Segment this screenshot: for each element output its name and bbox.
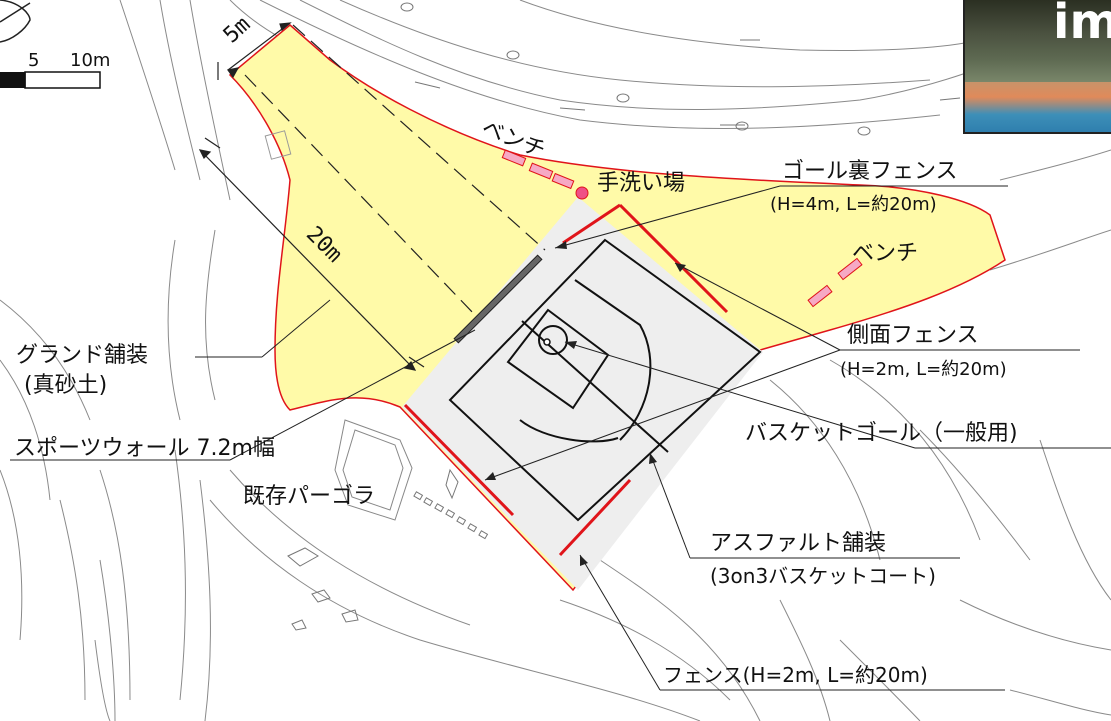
label-pergola: 既存パーゴラ: [243, 484, 375, 509]
dimension-lines: [244, 24, 546, 316]
photo-court: [965, 82, 1111, 132]
sports-wall: [453, 254, 543, 344]
scale-bar: [0, 71, 101, 89]
label-asphalt: アスファルト舗装: [710, 531, 886, 556]
photo-thumbnail: im: [963, 0, 1111, 134]
scale-5: 5: [28, 50, 39, 71]
label-basket-goal: バスケットゴール（一般用): [745, 421, 1018, 446]
label-side-fence-spec: (H=2m, L=約20m): [840, 359, 1007, 380]
label-fence-bottom: フェンス(H=2m, L=約20m): [663, 663, 928, 687]
fences: [403, 203, 729, 557]
scale-10m: 10m: [70, 50, 110, 71]
label-handwash: 手洗い場: [597, 171, 685, 196]
label-goal-fence-spec: (H=4m, L=約20m): [770, 194, 937, 215]
leader-lines: [10, 185, 1111, 691]
label-goal-fence: ゴール裏フェンス: [782, 159, 958, 184]
dimension-arrows: [198, 22, 425, 371]
road-marks: [414, 39, 961, 126]
label-sports-wall: スポーツウォール 7.2m幅: [14, 436, 275, 461]
existing-structure: [264, 130, 292, 160]
handwash-station: [575, 186, 589, 200]
leader-arrowheads: [485, 241, 686, 566]
label-ground-paving-sub: (真砂土): [24, 373, 107, 398]
label-bench-right: ベンチ: [852, 241, 918, 266]
photo-trees: [965, 0, 1111, 85]
photo-watermark: im: [1053, 0, 1111, 50]
north-arrow: [0, 0, 31, 43]
stepping-stones: [287, 468, 489, 631]
road-circles: [400, 2, 871, 136]
label-side-fence: 側面フェンス: [847, 323, 979, 348]
label-asphalt-sub: (3on3バスケットコート): [710, 564, 936, 588]
label-ground-paving: グランド舗装: [16, 343, 148, 368]
benches: [501, 149, 863, 308]
existing-pergola: [334, 419, 413, 521]
goal-dot: [543, 338, 551, 346]
